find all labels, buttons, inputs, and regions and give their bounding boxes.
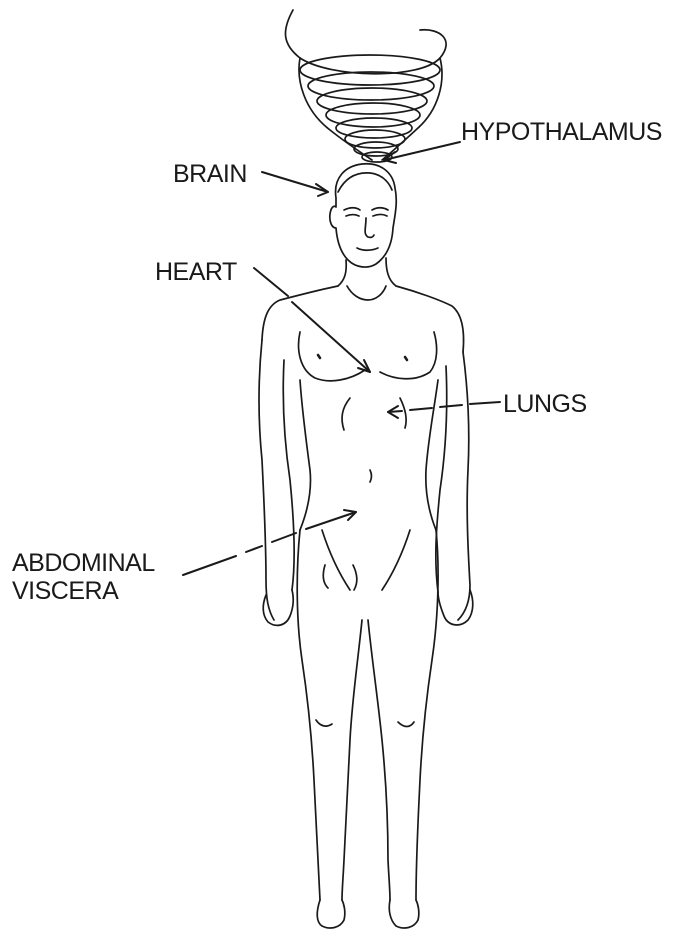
left-arm — [259, 340, 294, 625]
head — [330, 164, 396, 267]
torso-outline — [262, 258, 464, 590]
label-abdominal-viscera: ABDOMINAL VISCERA — [12, 549, 155, 605]
legs — [297, 530, 438, 928]
label-lungs: LUNGS — [503, 390, 587, 418]
label-brain: BRAIN — [173, 160, 247, 188]
energy-spiral — [285, 10, 446, 162]
label-heart: HEART — [155, 258, 237, 286]
label-abdominal-line2: VISCERA — [12, 577, 155, 605]
heart-pointer — [254, 268, 370, 372]
label-hypothalamus: HYPOTHALAMUS — [461, 118, 662, 146]
right-arm — [436, 352, 473, 625]
abdominal-pointer — [183, 512, 356, 575]
label-abdominal-line1: ABDOMINAL — [12, 549, 155, 577]
brain-pointer — [262, 172, 328, 192]
pointer-lines — [183, 142, 500, 575]
